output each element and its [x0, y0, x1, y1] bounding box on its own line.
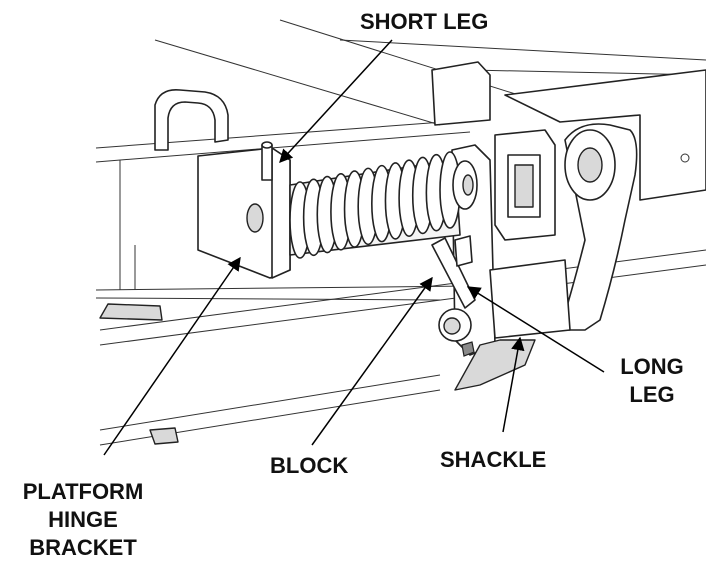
label-platform-hinge-bracket: PLATFORM HINGE BRACKET — [8, 478, 158, 562]
right-frame — [431, 61, 706, 201]
label-block: BLOCK — [270, 453, 349, 478]
label-long-leg-line2: LEG — [629, 382, 675, 407]
leader-lines — [103, 39, 605, 456]
label-platform-line3: BRACKET — [29, 535, 137, 560]
label-shackle: SHACKLE — [440, 447, 547, 472]
hinge-bracket-plate — [197, 141, 291, 279]
label-long-leg-line1: LONG — [620, 354, 684, 379]
handle-loop — [154, 88, 229, 151]
label-short-leg: SHORT LEG — [360, 9, 489, 34]
label-platform-line1: PLATFORM — [22, 479, 144, 504]
long-leg — [431, 235, 476, 309]
label-platform-line2: HINGE — [48, 507, 118, 532]
block-detail — [438, 308, 475, 357]
pivot-housing — [559, 123, 638, 331]
lower-left-bracket — [99, 303, 179, 445]
label-long-leg: LONG LEG — [607, 353, 697, 409]
torsion-spring — [289, 151, 478, 259]
